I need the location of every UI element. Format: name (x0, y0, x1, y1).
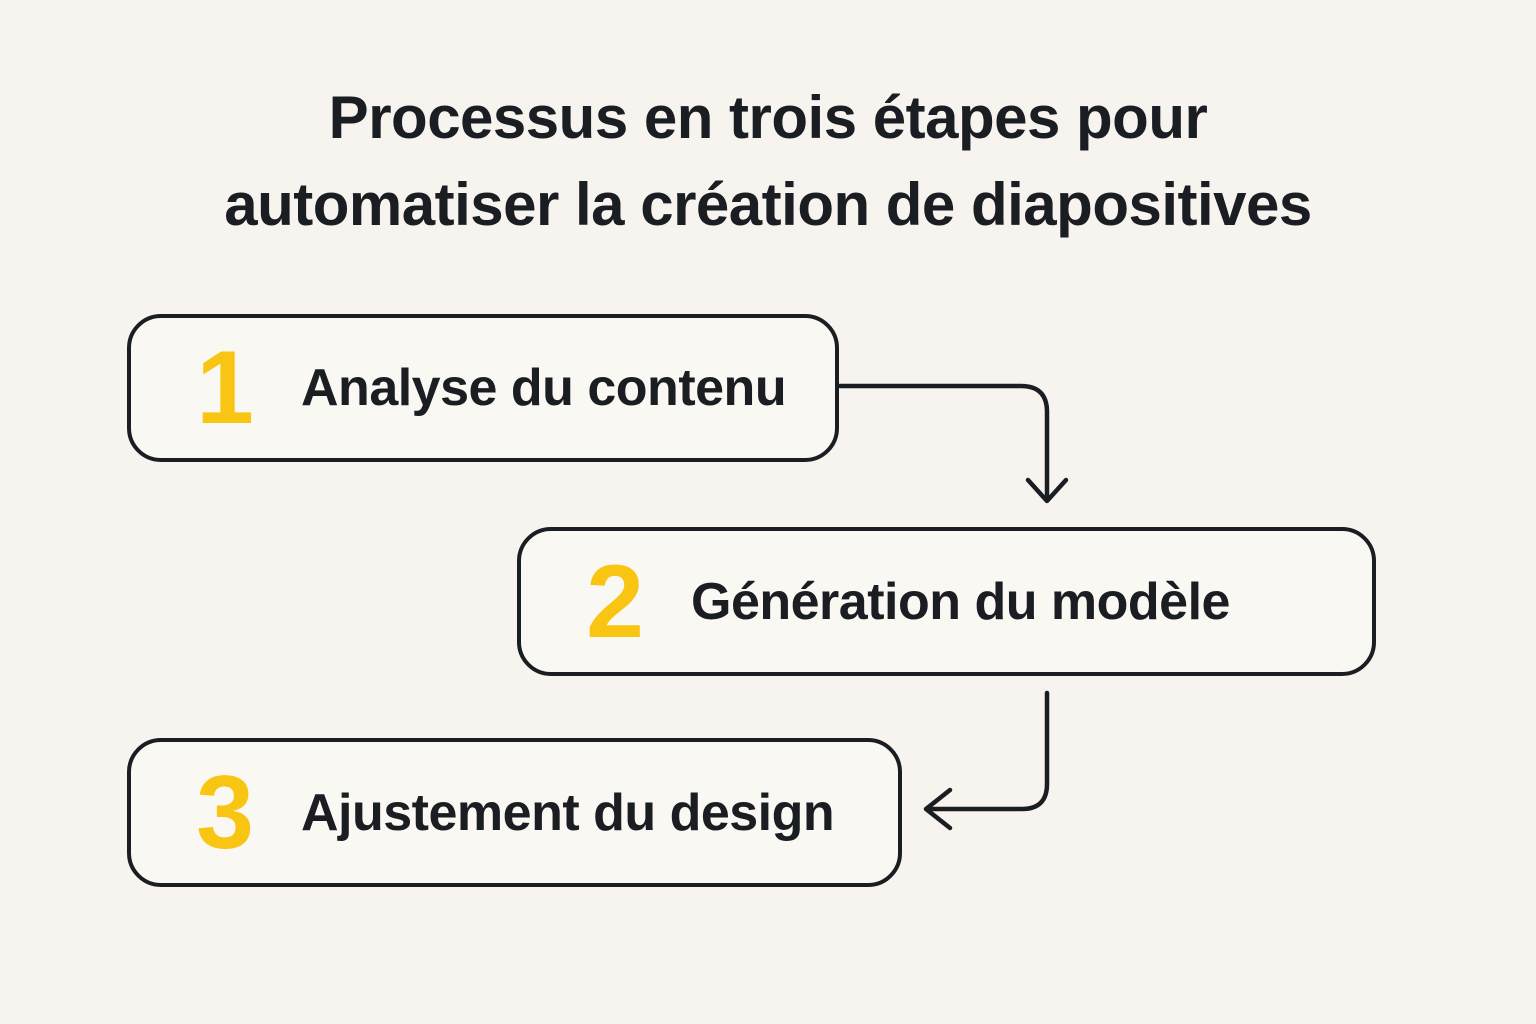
step-2-number: 2 (586, 543, 644, 660)
arrow-down-icon (1025, 477, 1069, 504)
step-1-number: 1 (196, 330, 254, 446)
step-3-label: Ajustement du design (301, 783, 835, 842)
arrow-step1-to-step2 (837, 383, 1069, 504)
step-box-1: 1 Analyse du contenu (127, 314, 839, 462)
step-1-label: Analyse du contenu (301, 359, 787, 417)
step-box-3: 3 Ajustement du design (127, 738, 902, 887)
step-2-label: Génération du modèle (691, 572, 1230, 631)
title-line-2: automatiser la création de diapositives (224, 171, 1312, 238)
page-title: Processus en trois étapes pour automatis… (0, 74, 1536, 248)
title-line-1: Processus en trois étapes pour (328, 84, 1208, 151)
step-3-number: 3 (196, 754, 254, 871)
arrow-step2-to-step3 (923, 690, 1050, 831)
step-box-2: 2 Génération du modèle (517, 527, 1376, 676)
arrow-left-icon (923, 787, 953, 831)
